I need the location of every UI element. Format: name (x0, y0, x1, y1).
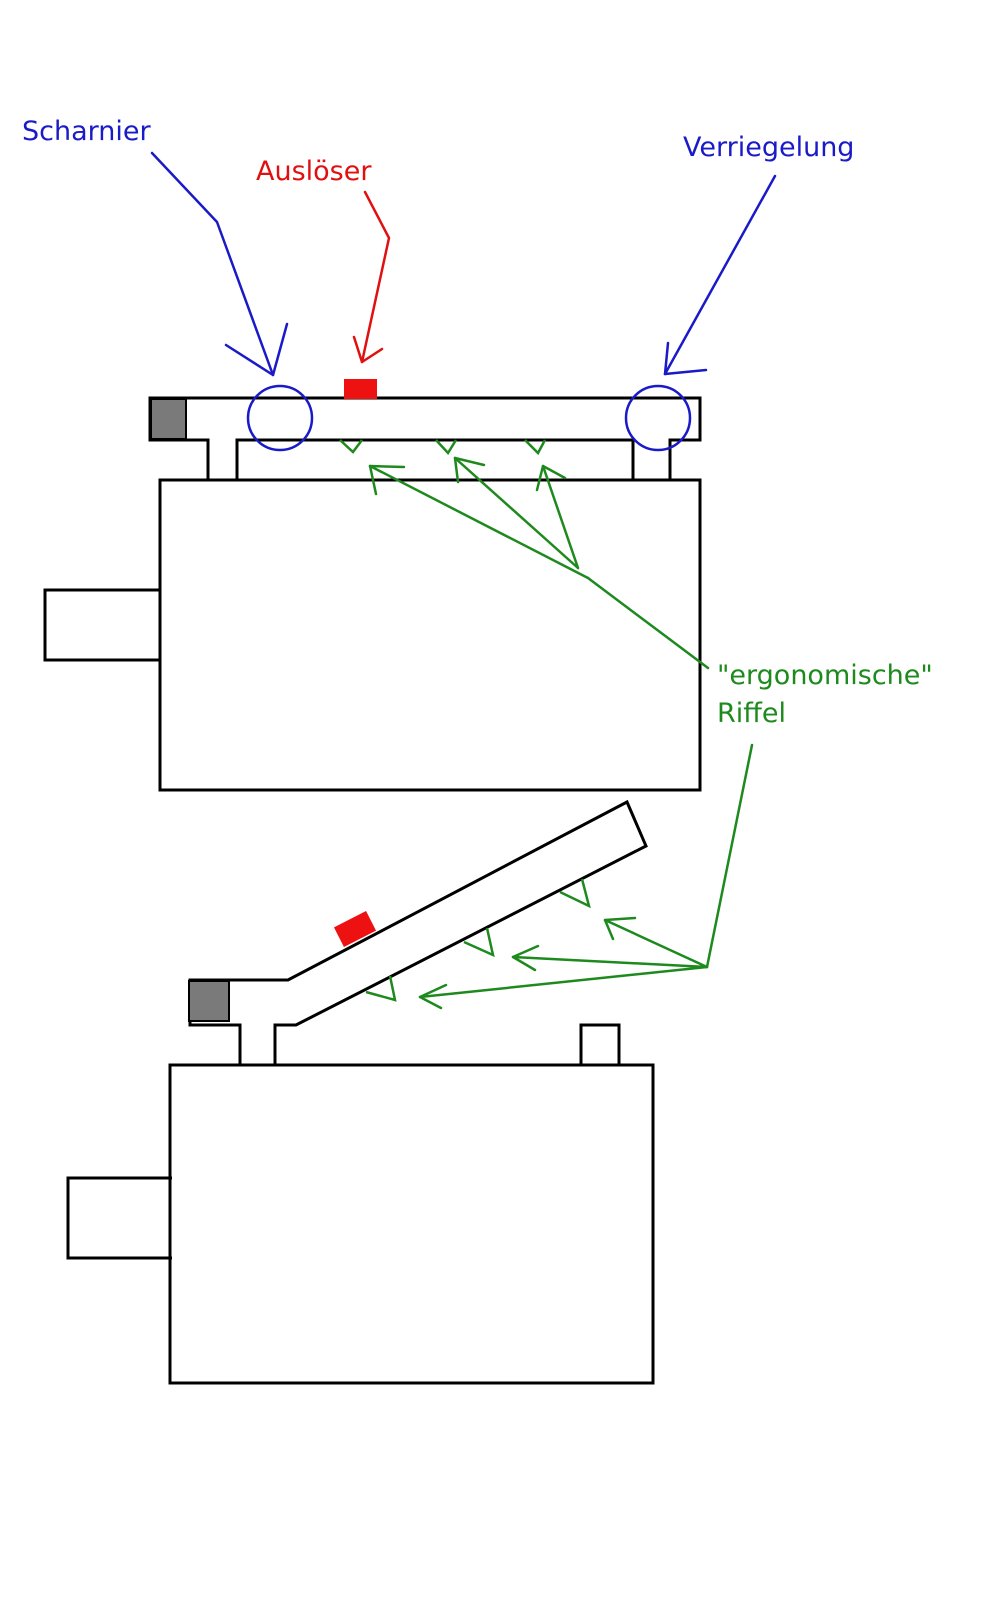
closed-trigger-button (344, 379, 377, 399)
lock-arrow (663, 174, 777, 376)
open-trigger-button (333, 911, 377, 947)
trigger-arrowhead (352, 335, 384, 364)
open-view (66, 799, 655, 1385)
closed-left-protrusion (43, 588, 160, 662)
open-ridge-1 (365, 975, 397, 1002)
closed-lever-bar (148, 396, 702, 482)
ridges-arrowhead-open-3 (418, 983, 448, 1010)
ridges-arrow-open-1 (603, 918, 709, 969)
closed-ridge-1 (339, 439, 363, 454)
ridges-arrow-closed-3 (541, 464, 580, 570)
ridges-arrow-closed-1 (368, 464, 590, 580)
closed-hinge-block (150, 398, 187, 440)
open-ridge-2 (463, 927, 495, 958)
ridges-arrowhead-closed-2 (453, 456, 486, 484)
ridges-arrowhead-open-1 (603, 916, 637, 941)
ridges-arrow-open-stem (705, 743, 754, 969)
lock-arrowhead (663, 341, 708, 376)
ridges-arrow-closed-2 (453, 456, 580, 570)
hinge-arrow (150, 151, 275, 377)
closed-ridge-2 (435, 439, 458, 456)
open-lever-bar (188, 799, 648, 1065)
ridges-arrow-open-2 (511, 955, 709, 969)
hinge-arrowhead (224, 322, 289, 377)
open-hinge-block (188, 980, 230, 1022)
hinge-label: Scharnier (22, 116, 151, 147)
ridges-arrowhead-closed-1 (368, 464, 406, 496)
lock-label: Verriegelung (683, 132, 854, 163)
open-catch-post (579, 1023, 621, 1065)
closed-view (43, 379, 702, 792)
open-ridge-3 (559, 878, 591, 909)
ridges-label-line2: Riffel (717, 698, 786, 729)
ridges-arrowhead-open-2 (511, 944, 540, 972)
ridges-arrowhead-closed-3 (535, 464, 567, 492)
closed-body (158, 478, 702, 792)
open-left-protrusion (66, 1176, 172, 1260)
trigger-arrow (360, 190, 391, 364)
open-body (168, 1063, 655, 1385)
closed-hinge-circle (246, 384, 314, 452)
trigger-label: Auslöser (256, 156, 372, 187)
ridges-arrow-closed-stem (586, 576, 710, 670)
closed-lock-circle (624, 384, 692, 452)
closed-ridge-3 (524, 439, 547, 456)
ridges-label-line1: "ergonomische" (717, 660, 933, 691)
ridges-arrow-open-3 (418, 965, 709, 999)
